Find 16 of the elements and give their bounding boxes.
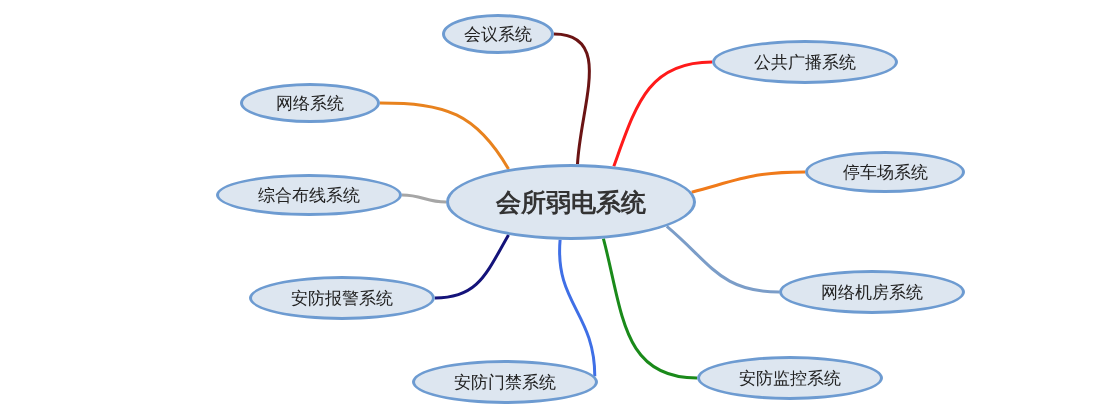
topic-ellipse: 安防报警系统 — [249, 276, 435, 320]
topic-ellipse: 网络机房系统 — [779, 270, 965, 314]
connector-line — [434, 234, 510, 300]
connector-line — [379, 101, 510, 170]
topic-ellipse: 停车场系统 — [805, 151, 965, 193]
connector-line — [401, 193, 447, 204]
topic-ellipse: 公共广播系统 — [712, 40, 898, 84]
topic-ellipse: 安防监控系统 — [697, 356, 883, 400]
connector-line — [665, 225, 780, 294]
topic-ellipse: 会议系统 — [442, 14, 554, 54]
connector-line — [601, 238, 698, 380]
central-ellipse: 会所弱电系统 — [446, 164, 696, 240]
topic-ellipse: 综合布线系统 — [216, 174, 402, 216]
topic-ellipse: 网络系统 — [240, 83, 380, 123]
topic-ellipse: 安防门禁系统 — [412, 360, 598, 404]
connector-line — [553, 32, 591, 165]
